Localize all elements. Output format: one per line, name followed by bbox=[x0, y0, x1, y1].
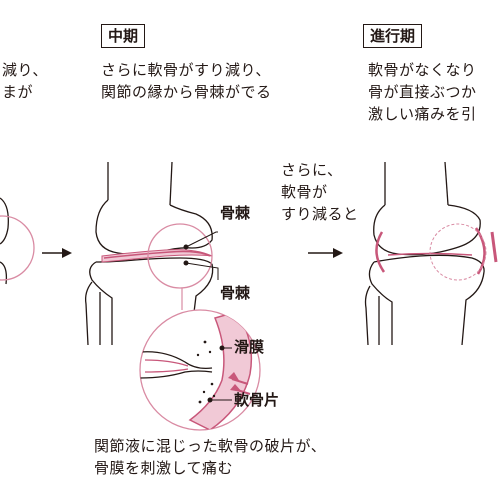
transition-text-line-2: 軟骨が bbox=[281, 183, 328, 201]
early-stage-desc-line-1: 減り、 bbox=[2, 61, 48, 79]
advanced-zoom-circle bbox=[429, 223, 487, 281]
osteophyte-upper-leader bbox=[185, 231, 218, 248]
cartilage-fragment-label: 軟骨片 bbox=[234, 391, 280, 409]
middle-stage-title: 中期 bbox=[101, 24, 146, 48]
middle-zoom-circle bbox=[147, 223, 213, 289]
middle-stage-knee bbox=[84, 161, 214, 346]
synovium-zoom-inset bbox=[139, 309, 261, 431]
osteophyte-upper-label: 骨棘 bbox=[220, 204, 251, 222]
advanced-stage-desc-line-1: 軟骨がなくなり bbox=[368, 61, 477, 79]
advanced-inflamed-left bbox=[375, 231, 386, 273]
arrow-head-icon bbox=[62, 248, 72, 258]
advanced-edge-mark bbox=[490, 231, 498, 263]
advanced-stage-desc-line-3: 激しい痛みを引 bbox=[368, 105, 477, 123]
transition-text-line-1: さらに、 bbox=[281, 161, 343, 179]
middle-stage-desc-line-1: さらに軟骨がすり減り、 bbox=[101, 61, 271, 79]
middle-cartilage-line bbox=[103, 250, 211, 259]
advanced-stage-knee bbox=[364, 161, 485, 346]
advanced-inflamed-right bbox=[474, 227, 486, 275]
early-stage-desc-line-2: まが bbox=[2, 83, 34, 101]
caption-line-1: 関節液に混じった軟骨の破片が、 bbox=[94, 437, 327, 455]
synovium-label: 滑膜 bbox=[234, 338, 265, 356]
advanced-stage-title: 進行期 bbox=[363, 24, 423, 48]
early-stage-knee bbox=[0, 197, 9, 285]
early-stage-zoom-circle bbox=[0, 215, 35, 281]
middle-stage-desc-line-2: 関節の縁から骨棘がでる bbox=[101, 83, 272, 101]
osteophyte-lower-label: 骨棘 bbox=[220, 284, 251, 302]
osteophyte-lower-leader bbox=[185, 262, 219, 280]
transition-text-line-3: すり減ると bbox=[281, 205, 359, 223]
caption-line-2: 骨膜を刺激して痛む bbox=[94, 459, 234, 477]
arrow-head-icon bbox=[333, 248, 343, 258]
advanced-stage-desc-line-2: 骨が直接ぶつか bbox=[368, 83, 477, 101]
